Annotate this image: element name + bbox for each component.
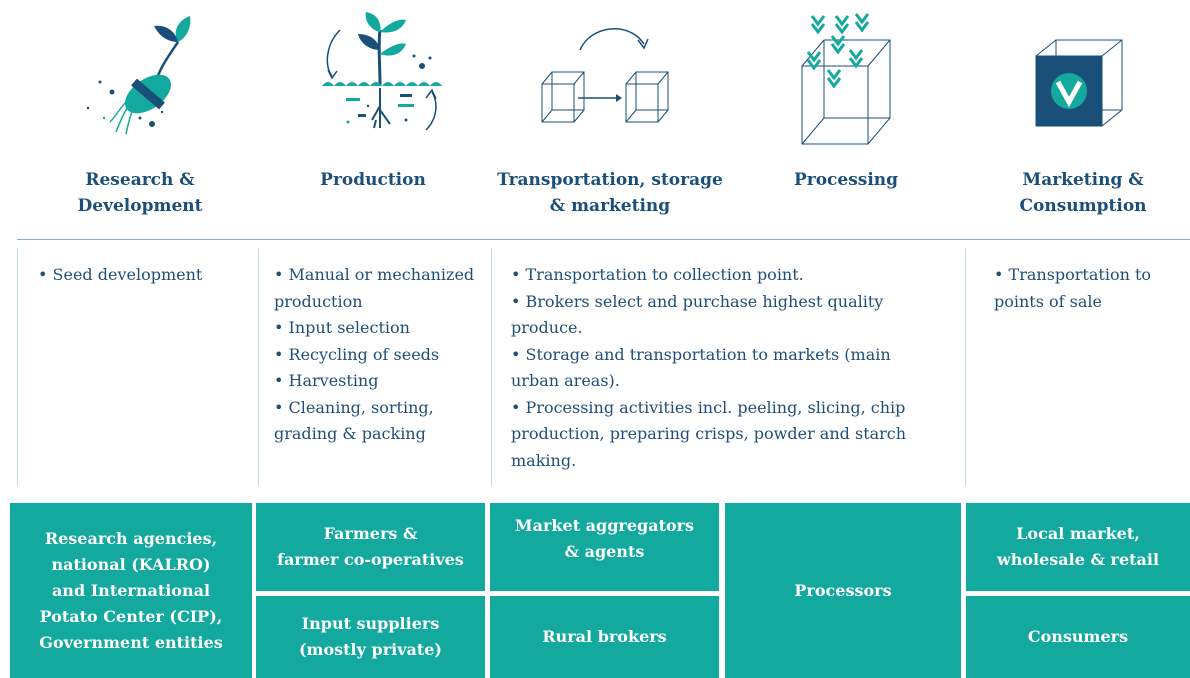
desc-item: produce. (511, 318, 583, 337)
desc-item: making. (511, 450, 577, 470)
stage-title-marketing: Marketing &Consumption (1019, 170, 1147, 216)
branded-cube-icon (1035, 39, 1123, 127)
desc-item: • Processing activities incl. peeling, s… (511, 397, 906, 417)
desc-item: • Transportation to (994, 265, 1152, 284)
desc-item: production (274, 291, 363, 311)
actor-consumers: Consumers (966, 596, 1190, 678)
actor-input-suppliers: Input suppliers(mostly private) (256, 596, 485, 678)
desc-item: grading & packing (274, 424, 426, 443)
transport-cubes-icon (541, 28, 669, 123)
desc-item: production, preparing crisps, powder and… (511, 424, 907, 443)
desc-item: • Cleaning, sorting, (274, 397, 434, 417)
desc-item: • Storage and transportation to markets … (511, 344, 891, 364)
desc-item: • Manual or mechanized (274, 265, 475, 284)
stage-title-transport: Transportation, storage& marketing (497, 170, 723, 216)
stage-title-production: Production (320, 170, 426, 190)
actor-processors: Processors (725, 503, 961, 678)
actor-local-market: Local market,wholesale & retail (966, 503, 1190, 591)
stage-title-research: Research &Development (77, 170, 203, 216)
column-divider (965, 248, 966, 486)
desc-item: • Seed development (38, 265, 203, 284)
desc-transport: • Transportation to collection point. • … (511, 262, 906, 474)
actor-market-aggregators: Market aggregators& agents (490, 503, 719, 591)
plant-box-icon (801, 13, 891, 145)
desc-item: • Brokers select and purchase highest qu… (511, 291, 884, 311)
desc-item: • Recycling of seeds (274, 344, 440, 364)
desc-item: • Transportation to collection point. (511, 265, 804, 284)
desc-item: points of sale (994, 291, 1102, 311)
seedling-icon (86, 16, 191, 135)
desc-research: • Seed development (38, 262, 202, 289)
desc-item: • Input selection (274, 318, 410, 337)
actor-rural-brokers: Rural brokers (490, 596, 719, 678)
actor-farmers: Farmers &farmer co-operatives (256, 503, 485, 591)
column-divider (258, 248, 259, 486)
column-divider (17, 248, 18, 486)
desc-production: • Manual or mechanized production • Inpu… (274, 262, 474, 448)
column-divider (491, 248, 492, 486)
desc-marketing: • Transportation to points of sale (994, 262, 1151, 315)
header-divider (17, 239, 1190, 240)
plant-roots-icon (322, 12, 442, 131)
stage-title-processing: Processing (793, 170, 899, 190)
actor-research-agencies: Research agencies,national (KALRO) and I… (10, 503, 252, 678)
desc-item: • Harvesting (274, 371, 379, 390)
desc-item: urban areas). (511, 371, 620, 390)
